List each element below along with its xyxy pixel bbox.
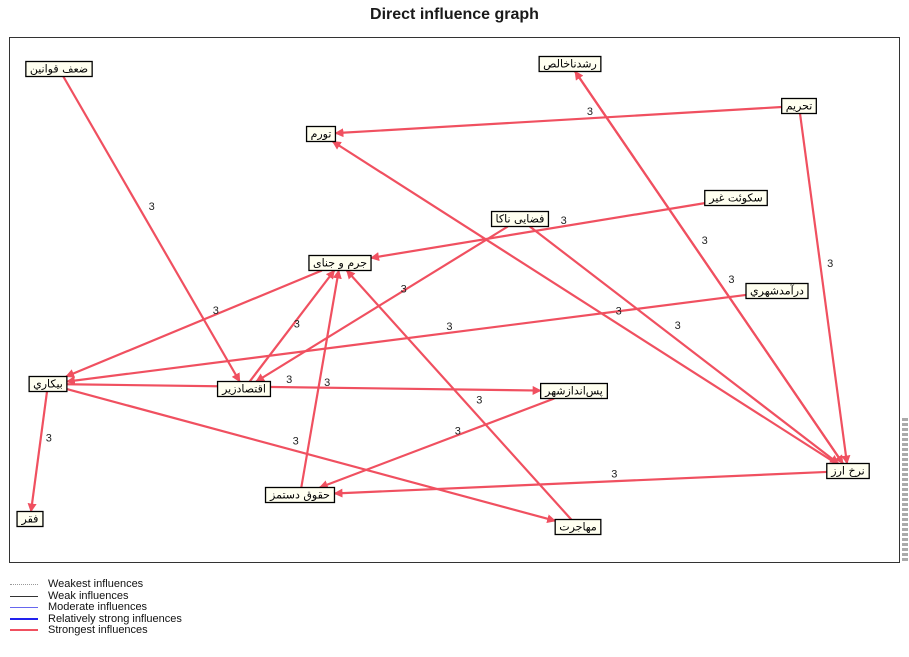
node-crime: جرم و جنای <box>308 254 372 272</box>
node-economic: اقتصادزیر <box>216 380 272 398</box>
node-label: رشدناخالص <box>543 58 597 71</box>
edge-weight-label: 3 <box>213 305 219 317</box>
node-box <box>216 380 272 398</box>
node-box <box>539 382 609 400</box>
legend-label: Weak influences <box>48 589 129 602</box>
edge-unemployment-to-poverty <box>27 391 49 513</box>
node-box <box>704 189 768 207</box>
edge-space-to-currency <box>529 225 840 465</box>
side-watermark-text <box>902 418 908 563</box>
node-label: اقتصادزیر <box>221 383 266 396</box>
node-law: ضعف قوانین <box>25 60 93 78</box>
edge-currency-to-wages <box>333 470 827 498</box>
influence-graph: 3 3 3 3 3 3 3 3 3 3 3 3 3 3 3 3 3 3 3 ضعف قوانین رشدناخالص ت… <box>16 55 870 536</box>
edge-liquidity-to-crime <box>370 202 705 262</box>
edge-weight-label: 3 <box>286 374 292 386</box>
graph-frame: 3 3 3 3 3 3 3 3 3 3 3 3 3 3 3 3 3 3 3 ضعف قوانین رشدناخالص ت… <box>9 37 900 563</box>
node-urban_income: درآمدشهري <box>745 282 809 300</box>
legend-swatch <box>10 617 38 620</box>
edge-weight-label: 3 <box>455 426 461 438</box>
edge-weight-label: 3 <box>587 106 593 118</box>
node-box <box>308 254 372 272</box>
edge-sanctions-to-currency <box>798 113 851 465</box>
node-box <box>826 462 870 480</box>
node-box <box>781 97 817 115</box>
edge-crime-to-unemployment <box>65 269 323 378</box>
node-label: فضایی ناکا <box>496 213 545 226</box>
node-box <box>16 510 44 528</box>
edge-weight-label: 3 <box>476 394 482 406</box>
edge-weight-label: 3 <box>827 258 833 270</box>
edge-currency-to-inflation <box>331 140 837 465</box>
node-box <box>554 518 602 536</box>
node-label: سکوئت غیر <box>708 192 762 205</box>
edge-migration-to-crime <box>345 269 573 521</box>
node-label: مهاجرت <box>559 521 597 534</box>
node-label: درآمدشهري <box>750 284 804 298</box>
node-label: بیکاري <box>33 378 63 391</box>
node-label: نرخ ارز <box>830 465 864 478</box>
legend-label: Weakest influences <box>48 578 144 590</box>
edge-unemployment-to-savings <box>66 383 542 395</box>
node-label: جرم و جنای <box>313 257 367 270</box>
edge-weight-label: 3 <box>561 215 567 227</box>
legend-label: Strongest influences <box>48 624 148 636</box>
edge-law-to-economic <box>62 75 241 383</box>
node-sanctions: تحریم <box>781 97 817 115</box>
node-box <box>745 282 809 300</box>
node-wages: حقوق دستمز <box>264 486 336 504</box>
node-currency: نرخ ارز <box>826 462 870 480</box>
edge-weight-label: 3 <box>46 433 52 445</box>
edge-weight-label: 3 <box>324 377 330 389</box>
legend-swatch <box>10 607 38 608</box>
edge-wages-to-crime <box>300 269 342 488</box>
edge-weight-label: 3 <box>616 306 622 318</box>
node-label: تحریم <box>786 100 813 113</box>
node-inflation: تورم <box>305 125 337 143</box>
node-box <box>490 210 550 228</box>
edge-space-to-economic <box>255 225 509 383</box>
edge-weight-label: 3 <box>675 320 681 332</box>
node-savings: پس‌اندازشهر <box>539 382 609 400</box>
legend-swatch <box>10 584 38 585</box>
node-label: فقر <box>21 513 39 526</box>
node-growth: رشدناخالص <box>538 55 602 73</box>
edge-weight-label: 3 <box>446 321 452 333</box>
edge-weight-label: 3 <box>293 435 299 447</box>
node-box <box>264 486 336 504</box>
edge-economic-to-crime <box>248 269 336 383</box>
edge-weight-label: 3 <box>149 201 155 213</box>
diagram-title: Direct influence graph <box>370 6 539 23</box>
node-liquidity: سکوئت غیر <box>704 189 768 207</box>
node-unemployment: بیکاري <box>28 375 68 393</box>
edge-weight-label: 3 <box>401 283 407 295</box>
edge-unemployment-to-migration <box>66 388 557 524</box>
node-box <box>25 60 93 78</box>
legend-label: Moderate influences <box>48 601 148 613</box>
legend-label: Relatively strong influences <box>48 612 182 625</box>
edge-weight-label: 3 <box>702 235 708 247</box>
node-poverty: فقر <box>16 510 44 528</box>
legend-swatch <box>10 629 38 631</box>
node-box <box>538 55 602 73</box>
edge-weight-label: 3 <box>728 274 734 286</box>
edge-weight-label: 3 <box>294 319 300 331</box>
node-box <box>305 125 337 143</box>
edge-weight-label: 3 <box>611 469 617 481</box>
node-space: فضایی ناکا <box>490 210 550 228</box>
node-box <box>28 375 68 393</box>
node-label: حقوق دستمز <box>269 489 330 502</box>
node-label: ضعف قوانین <box>30 63 88 76</box>
node-label: پس‌اندازشهر <box>544 385 603 398</box>
edge-sanctions-to-inflation <box>334 105 782 138</box>
edge-growth-to-currency <box>574 70 844 465</box>
legend-swatch <box>10 595 38 597</box>
node-migration: مهاجرت <box>554 518 602 536</box>
edge-savings-to-wages <box>318 397 555 489</box>
node-label: تورم <box>311 128 332 141</box>
